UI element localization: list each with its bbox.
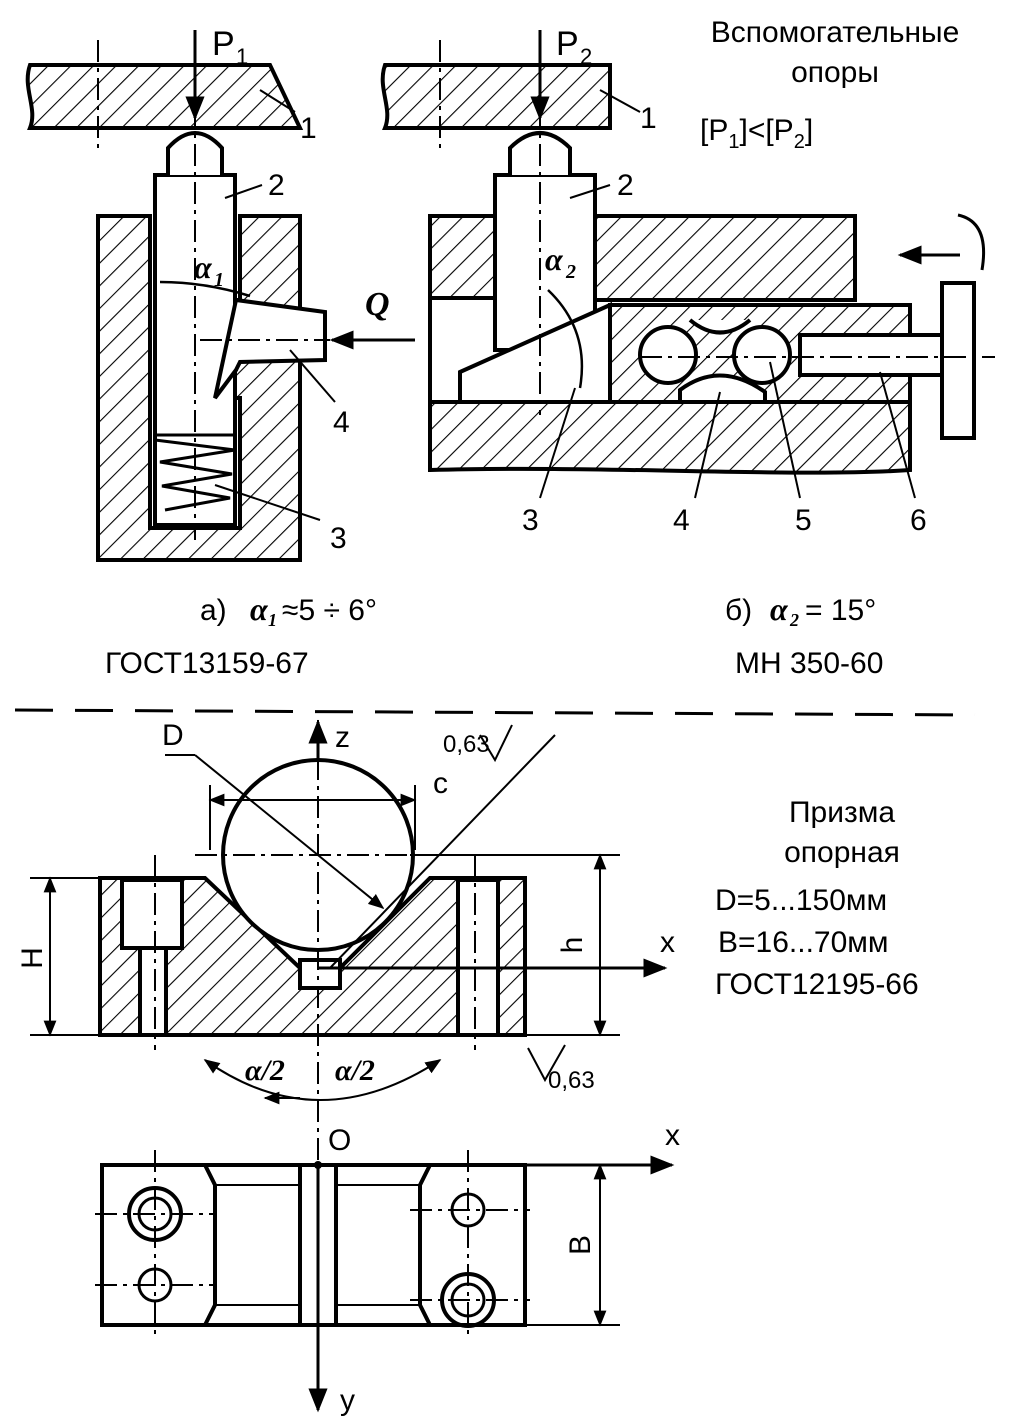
fig-a-force-letter: P: [212, 25, 235, 63]
fig-a-force-sub: 1: [236, 44, 248, 69]
fig-a-angle-sub: 1: [214, 269, 224, 291]
dim-c-label: c: [433, 767, 448, 800]
dim-B-label: B: [564, 1235, 597, 1255]
section-divider: [14, 708, 976, 717]
fig-b-label-3: 3: [522, 504, 539, 537]
top-view-centerlines: [95, 1150, 530, 1340]
fig-a-caption-prefix: а): [200, 594, 227, 627]
dim-B: [525, 1163, 620, 1327]
fig-a-standard: ГОСТ13159-67: [105, 647, 309, 680]
fig-b-caption-sub: 2: [789, 610, 799, 630]
dim-h-label: h: [556, 937, 589, 954]
half-angle-right: α/2: [335, 1054, 375, 1087]
fig-a-label-3: 3: [330, 522, 347, 555]
title-line-2: опоры: [791, 56, 879, 89]
fig-a-caption-angle: α: [250, 591, 269, 627]
fig-b-angle-symbol: α: [545, 241, 564, 277]
fig-b-angle-sub: 2: [565, 261, 576, 283]
prism-top-view: [100, 1163, 527, 1328]
axis-y-label: y: [340, 1384, 355, 1417]
prism-spec-b: B=16...70мм: [718, 926, 889, 959]
fig-b-caption-angle: α: [770, 591, 789, 627]
prism-front-view: [98, 758, 527, 1037]
fig-b-caption-rest: = 15°: [805, 594, 876, 627]
axis-x-label-top: x: [665, 1119, 680, 1152]
roughness-bottom: 0,63: [548, 1067, 595, 1094]
fig-a-caption-sub: 1: [268, 610, 277, 630]
roughness-top: 0,63: [443, 731, 490, 758]
title-line-1: Вспомогательные: [711, 16, 960, 49]
fig-a-support: [25, 63, 327, 562]
fig-b-label-6: 6: [910, 504, 927, 537]
prism-title-2: опорная: [784, 836, 900, 869]
title-relation: [P1]<[P2]: [700, 114, 813, 153]
fig-a-angle-symbol: α: [194, 249, 213, 285]
prism-dimensions: [30, 724, 620, 1105]
fig-b-force-letter: P: [556, 25, 579, 63]
fig-b-label-4: 4: [673, 504, 690, 537]
fig-b-caption-prefix: б): [725, 594, 752, 627]
origin-label: O: [328, 1124, 351, 1157]
origin-point: [314, 1161, 322, 1169]
fig-a-caption-rest: ≈5 ÷ 6°: [282, 594, 377, 627]
fig-a-label-4: 4: [333, 406, 350, 439]
fig-b-standard: МН 350-60: [735, 647, 883, 680]
fig-a-label-1: 1: [300, 112, 317, 145]
fig-b-force-sub: 2: [580, 44, 592, 69]
dim-H-label: H: [16, 947, 49, 969]
half-angle-left: α/2: [245, 1054, 285, 1087]
prism-standard: ГОСТ12195-66: [715, 968, 919, 1001]
fig-b-label-5: 5: [795, 504, 812, 537]
dim-D-label: D: [162, 719, 184, 752]
axis-z-label: z: [335, 721, 350, 754]
fig-b-centerlines: [439, 30, 995, 415]
fig-a-force-q: Q: [365, 286, 390, 323]
fig-b-support: [380, 63, 986, 475]
fig-b-label-2: 2: [617, 169, 634, 202]
fig-a-label-2: 2: [268, 169, 285, 202]
axis-x-label-front: x: [660, 926, 675, 959]
prism-title-1: Призма: [789, 796, 895, 829]
fig-b-label-1: 1: [640, 102, 657, 135]
prism-spec-d: D=5...150мм: [715, 884, 887, 917]
